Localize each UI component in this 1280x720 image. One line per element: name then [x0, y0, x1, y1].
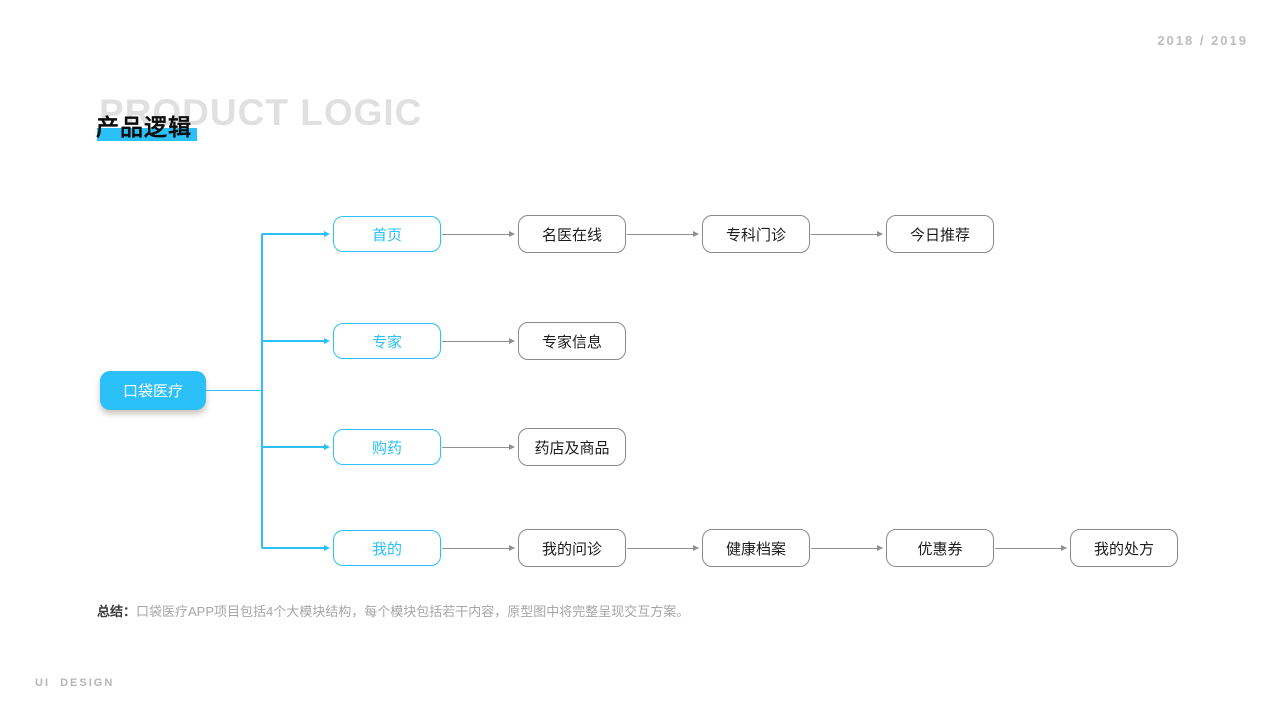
summary: 总结：口袋医疗APP项目包括4个大模块结构，每个模块包括若干内容，原型图中将完整…	[97, 604, 689, 620]
summary-label: 总结：	[97, 604, 137, 619]
trunk-line	[261, 234, 263, 548]
flow-connector	[442, 337, 515, 344]
page-title: 产品逻辑	[96, 113, 197, 142]
flow-connector	[442, 230, 515, 237]
module-node: 我的	[333, 530, 441, 566]
module-node: 购药	[333, 429, 441, 465]
feature-node: 优惠券	[886, 529, 994, 567]
module-node: 首页	[333, 216, 441, 252]
feature-node: 我的问诊	[518, 529, 626, 567]
flow-connector	[995, 544, 1067, 551]
title-highlight-bar	[97, 128, 197, 141]
feature-node: 名医在线	[518, 215, 626, 253]
feature-node: 今日推荐	[886, 215, 994, 253]
feature-node: 专家信息	[518, 322, 626, 360]
module-node: 专家	[333, 323, 441, 359]
branch-connector	[262, 231, 330, 236]
branch-connector	[262, 545, 330, 550]
summary-text: 口袋医疗APP项目包括4个大模块结构，每个模块包括若干内容，原型图中将完整呈现交…	[136, 604, 690, 619]
flow-connector	[627, 544, 699, 551]
flow-connector	[811, 230, 883, 237]
footer-credit: UI DESIGN	[35, 677, 115, 689]
flow-connector	[442, 443, 515, 450]
title-watermark: PRODUCT LOGIC	[99, 92, 423, 133]
year-badge: 2018 / 2019	[1157, 33, 1248, 48]
feature-node: 健康档案	[702, 529, 810, 567]
feature-node: 专科门诊	[702, 215, 810, 253]
flow-connector	[442, 544, 515, 551]
page-title-text: 产品逻辑	[96, 114, 192, 140]
branch-connector	[262, 444, 330, 449]
flow-connector	[627, 230, 699, 237]
feature-node: 我的处方	[1070, 529, 1178, 567]
root-node: 口袋医疗	[100, 371, 206, 410]
flow-connector	[811, 544, 883, 551]
root-connector	[206, 389, 263, 392]
feature-node: 药店及商品	[518, 428, 626, 466]
branch-connector	[262, 338, 330, 343]
